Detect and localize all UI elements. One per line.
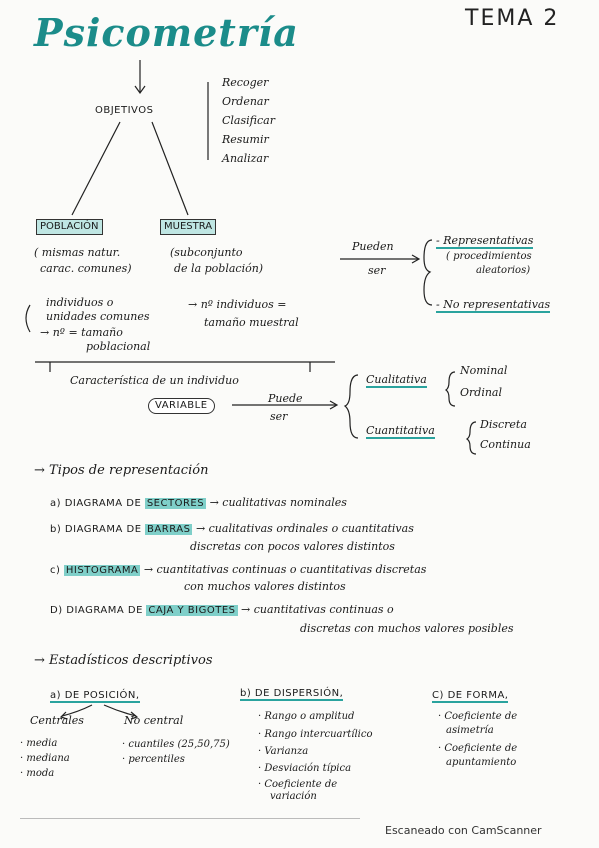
muestra-desc: (subconjunto (170, 246, 243, 259)
forma-item: · Coeficiente de (438, 711, 518, 722)
objetivos-label: OBJETIVOS (95, 105, 154, 116)
pueden-label: Pueden (352, 240, 394, 253)
poblacion-tamano: poblacional (86, 340, 151, 353)
no-representativas-label: - No representativas (436, 298, 551, 313)
muestra-tamano: tamaño muestral (204, 316, 299, 329)
cuantitativa-label: Cuantitativa (366, 424, 435, 439)
dispersion-item: variación (270, 791, 317, 802)
objetivo-item: Ordenar (222, 95, 269, 108)
tipo-d: D) DIAGRAMA DE CAJA Y BIGOTES → cuantita… (50, 603, 394, 616)
muestra-tamano: → nº individuos = (188, 298, 287, 311)
dispersion-item: · Desviación típica (258, 763, 352, 774)
caracteristica-label: Característica de un individuo (70, 374, 239, 387)
central-item: · moda (20, 768, 55, 779)
forma-label: C) DE FORMA, (432, 690, 509, 703)
no-central-label: No central (124, 714, 184, 727)
dispersion-item: · Rango o amplitud (258, 711, 355, 722)
tipo-a: a) DIAGRAMA DE SECTORES → cualitativas n… (50, 496, 347, 509)
central-item: · media (20, 738, 58, 749)
page-title: Psicometría (34, 10, 299, 55)
tipo-d-desc: discretas con muchos valores posibles (300, 622, 514, 635)
variable-pill: VARIABLE (148, 398, 215, 414)
objetivo-item: Clasificar (222, 114, 275, 127)
tipo-c-desc: con muchos valores distintos (184, 580, 346, 593)
dispersion-item: · Varianza (258, 746, 309, 757)
discreta-label: Discreta (480, 418, 527, 431)
objetivo-item: Recoger (222, 76, 269, 89)
no-central-item: · percentiles (122, 754, 185, 765)
cualitativa-label: Cualitativa (366, 373, 427, 388)
tema-label: TEMA 2 (465, 6, 560, 31)
nominal-label: Nominal (460, 364, 508, 377)
dispersion-label: b) DE DISPERSIÓN, (240, 688, 344, 701)
forma-item: asimetría (446, 725, 494, 736)
camscanner-footer: Escaneado con CamScanner (385, 824, 542, 837)
ser-label: ser (270, 410, 288, 423)
continua-label: Continua (480, 438, 531, 451)
dispersion-item: · Rango intercuartílico (258, 729, 373, 740)
ordinal-label: Ordinal (460, 386, 502, 399)
central-item: · mediana (20, 753, 70, 764)
forma-item: · Coeficiente de (438, 743, 518, 754)
objetivo-item: Analizar (222, 152, 269, 165)
poblacion-individuos: unidades comunes (46, 310, 150, 323)
representativas-label: - Representativas (436, 234, 534, 249)
objetivo-item: Resumir (222, 133, 269, 146)
tipo-b: b) DIAGRAMA DE BARRAS → cualitativas ord… (50, 522, 414, 535)
poblacion-desc: carac. comunes) (40, 262, 132, 275)
footer-divider (20, 818, 360, 819)
puede-label: Puede (268, 392, 303, 405)
estadisticos-heading: → Estadísticos descriptivos (34, 653, 213, 668)
poblacion-individuos: individuos o (46, 296, 114, 309)
ser-label: ser (368, 264, 386, 277)
tipo-b-desc: discretas con pocos valores distintos (190, 540, 395, 553)
muestra-desc: de la población) (174, 262, 264, 275)
tipo-c: c) HISTOGRAMA → cuantitativas continuas … (50, 563, 427, 576)
tipos-heading: → Tipos de representación (34, 463, 209, 478)
poblacion-tamano: → nº = tamaño (40, 326, 123, 339)
posicion-label: a) DE POSICIÓN, (50, 690, 140, 703)
dispersion-item: · Coeficiente de (258, 779, 338, 790)
forma-item: apuntamiento (446, 757, 517, 768)
poblacion-desc: ( mismas natur. (34, 246, 121, 259)
centrales-label: Centrales (30, 714, 84, 727)
no-central-item: · cuantiles (25,50,75) (122, 739, 230, 750)
muestra-box: MUESTRA (160, 219, 217, 235)
representativas-desc: ( procedimientos (446, 251, 532, 262)
representativas-desc: aleatorios) (476, 265, 531, 276)
poblacion-box: POBLACIÓN (36, 219, 103, 235)
